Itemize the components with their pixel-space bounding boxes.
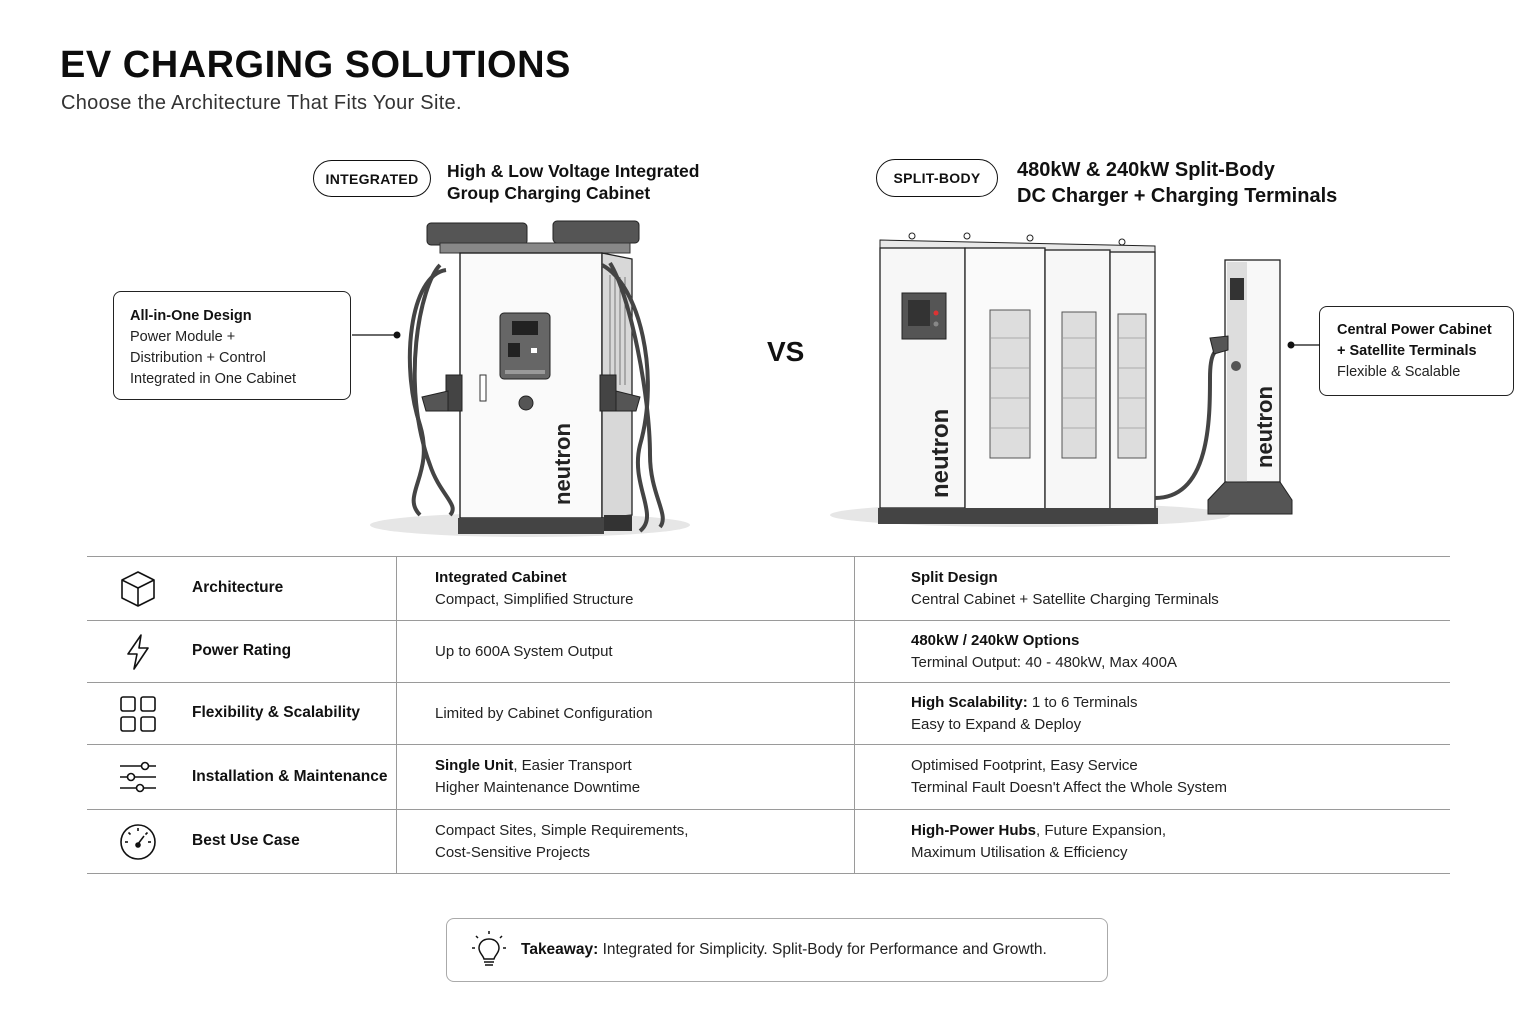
split-body-cell: High-Power Hubs, Future Expansion, Maxim… <box>911 821 1167 861</box>
svg-text:neutron: neutron <box>550 423 575 505</box>
feature-label: Power Rating <box>192 642 292 660</box>
lightning-icon <box>116 630 160 674</box>
lightbulb-icon <box>471 930 507 970</box>
integrated-callout-line2: Distribution + Control <box>130 350 266 367</box>
integrated-callout-heading: All-in-One Design <box>130 308 252 324</box>
split-body-cell: Split Design Central Cabinet + Satellite… <box>911 568 1219 608</box>
vs-label: VS <box>767 336 805 367</box>
split-body-callout-line1: Central Power Cabinet <box>1337 322 1492 338</box>
split-body-cell: High Scalability: 1 to 6 Terminals Easy … <box>911 693 1138 733</box>
svg-text:neutron: neutron <box>1252 386 1277 468</box>
page-subtitle: Choose the Architecture That Fits Your S… <box>61 92 462 114</box>
table-row-best-use-case: Best Use Case Compact Sites, Simple Requ… <box>87 810 1450 874</box>
integrated-cell: Integrated Cabinet Compact, Simplified S… <box>397 557 855 620</box>
table-row-flexibility: Flexibility & Scalability Limited by Cab… <box>87 683 1450 745</box>
integrated-title: High & Low Voltage Integrated Group Char… <box>447 160 699 205</box>
split-body-illustration: neutron neutron <box>830 232 1320 527</box>
takeaway-text: Integrated for Simplicity. Split-Body fo… <box>598 941 1047 958</box>
sliders-icon <box>116 755 160 799</box>
integrated-title-line1: High & Low Voltage Integrated <box>447 161 700 181</box>
split-body-title-line1: 480kW & 240kW Split-Body <box>1017 159 1275 181</box>
grid-icon <box>116 692 160 736</box>
page-title: EV CHARGING SOLUTIONS <box>60 44 571 86</box>
gauge-icon <box>116 820 160 864</box>
table-row-power-rating: Power Rating Up to 600A System Output 48… <box>87 621 1450 683</box>
integrated-cell: Up to 600A System Output <box>397 621 855 682</box>
split-body-callout-line3: Flexible & Scalable <box>1337 364 1461 381</box>
integrated-badge: INTEGRATED <box>313 160 431 197</box>
split-body-badge: SPLIT-BODY <box>876 159 998 197</box>
split-body-cell: Optimised Footprint, Easy Service Termin… <box>911 757 1228 796</box>
comparison-table: Architecture Integrated Cabinet Compact,… <box>87 556 1450 874</box>
integrated-cell: Limited by Cabinet Configuration <box>397 683 855 744</box>
takeaway-box: Takeaway: Integrated for Simplicity. Spl… <box>446 918 1108 982</box>
svg-text:neutron: neutron <box>927 409 954 498</box>
cube-icon <box>116 567 160 611</box>
integrated-cell: Compact Sites, Simple Requirements, Cost… <box>397 810 855 873</box>
table-row-installation: Installation & Maintenance Single Unit, … <box>87 745 1450 810</box>
split-body-callout-line2: + Satellite Terminals <box>1337 343 1477 360</box>
integrated-title-line2: Group Charging Cabinet <box>447 183 651 204</box>
feature-label: Flexibility & Scalability <box>192 704 360 722</box>
integrated-callout-line1: Power Module + <box>130 329 236 346</box>
integrated-callout-line3: Integrated in One Cabinet <box>130 371 297 388</box>
split-body-cell: 480kW / 240kW Options Terminal Output: 4… <box>911 631 1177 671</box>
table-row-architecture: Architecture Integrated Cabinet Compact,… <box>87 557 1450 621</box>
split-body-title: 480kW & 240kW Split-Body DC Charger + Ch… <box>1017 158 1337 209</box>
integrated-callout: All-in-One Design Power Module + Distrib… <box>113 291 351 400</box>
feature-label: Installation & Maintenance <box>192 767 388 785</box>
split-body-title-line2: DC Charger + Charging Terminals <box>1017 184 1338 207</box>
feature-label: Best Use Case <box>192 832 300 850</box>
integrated-cabinet-illustration: neutron <box>352 220 690 537</box>
feature-label: Architecture <box>192 579 284 597</box>
takeaway-label: Takeaway: <box>521 941 599 958</box>
split-body-callout: Central Power Cabinet + Satellite Termin… <box>1319 306 1514 396</box>
integrated-cell: Single Unit, Easier Transport Higher Mai… <box>397 745 855 809</box>
